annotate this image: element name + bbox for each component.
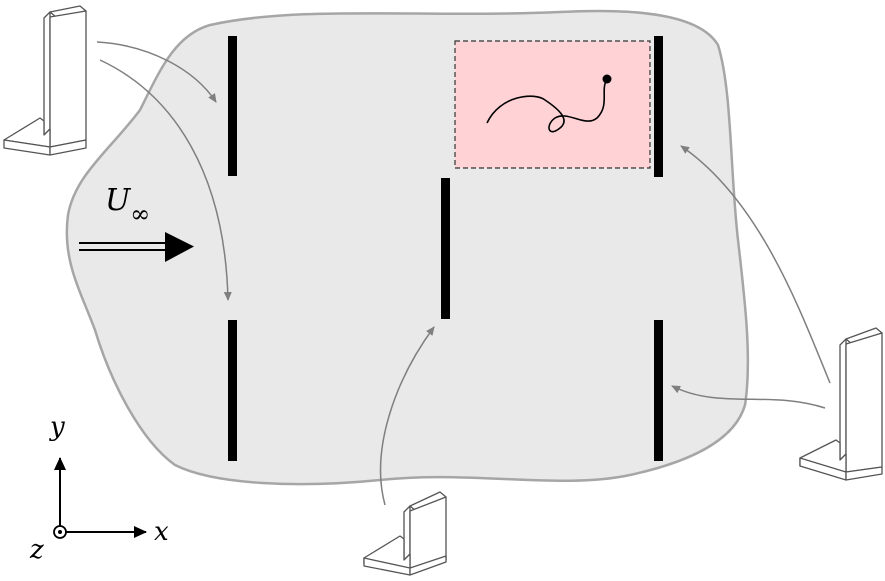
plate-middle xyxy=(441,178,450,319)
connector-arrow-3 xyxy=(379,326,435,506)
freestream-label-base: U xyxy=(105,183,132,218)
trajectory-end-point xyxy=(602,74,612,84)
y-axis-label: y xyxy=(49,412,65,442)
plate-upper-left xyxy=(228,36,237,176)
freestream-label: U∞ xyxy=(105,183,150,228)
angle-bracket-right xyxy=(799,327,883,481)
plate-lower-right xyxy=(654,320,663,461)
plate-upper-right xyxy=(654,36,663,177)
connector-arrow-4 xyxy=(680,145,831,384)
freestream-label-subscript: ∞ xyxy=(130,200,150,228)
plate-lower-left xyxy=(228,320,237,461)
connector-arrow-2 xyxy=(99,59,232,301)
z-axis-label: z xyxy=(29,535,44,565)
connector-arrow-1 xyxy=(96,41,217,103)
freestream-arrow-head xyxy=(165,232,194,262)
angle-bracket-upper-left xyxy=(3,5,87,156)
connector-arrow-5 xyxy=(671,385,826,409)
z-axis-dot xyxy=(58,530,62,534)
particle-trajectory xyxy=(486,78,608,133)
x-axis-label: x xyxy=(154,517,169,547)
angle-bracket-bottom xyxy=(363,491,447,576)
